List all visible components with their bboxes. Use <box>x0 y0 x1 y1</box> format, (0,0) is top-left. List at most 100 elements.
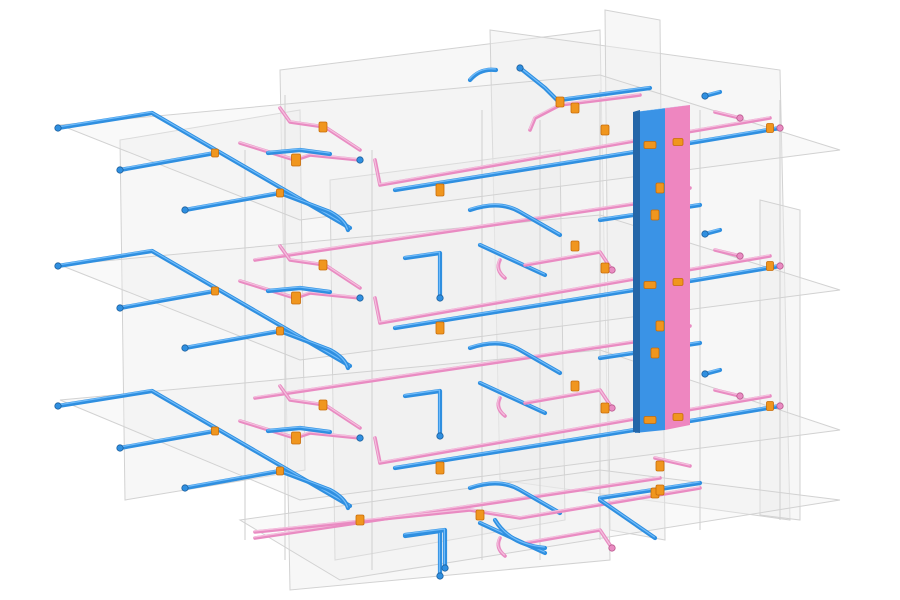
upper-return-run-highlight <box>278 384 360 428</box>
pipe-fitting-icon <box>655 320 665 332</box>
pipe-fitting-icon <box>600 402 610 414</box>
pipe-fitting-icon <box>643 141 657 149</box>
local-return-branch-highlight <box>238 141 360 160</box>
pipe-fitting-icon <box>355 514 365 526</box>
local-supply-branch <box>265 285 333 295</box>
pipe-fitting-icon <box>766 401 774 411</box>
diagonal-supply <box>477 380 548 416</box>
pipe-fitting-icon <box>291 431 301 445</box>
right-lower-supply-highlight <box>598 481 700 498</box>
left-branch-supply-1-highlight <box>56 111 350 228</box>
pipe-fitting-icon <box>291 153 301 167</box>
left-branch-supply-3-highlight <box>183 329 348 368</box>
main-return-header-highlight <box>373 138 640 185</box>
pipe-end-cap <box>436 432 444 440</box>
pipe-end-cap <box>54 402 62 410</box>
pipe-fitting-icon <box>318 399 328 411</box>
left-branch-supply-2-highlight <box>118 289 215 308</box>
local-supply-branch-highlight <box>266 148 330 154</box>
right-stub-return-highlight <box>713 388 740 396</box>
lower-return-run <box>253 476 662 540</box>
pipe-fitting-icon <box>672 278 684 286</box>
main-return-header-highlight <box>373 276 640 323</box>
wall-panel <box>329 149 566 561</box>
diagonal-supply-highlight <box>478 243 545 275</box>
local-supply-branch <box>265 425 333 435</box>
main-supply-header-highlight <box>393 146 660 190</box>
pipe-fitting-icon <box>600 124 610 136</box>
left-branch-supply-3-highlight <box>183 469 348 508</box>
fittings-layer <box>54 64 784 580</box>
pipe-fitting-icon <box>672 413 684 421</box>
crossover-supply-highlight <box>468 341 560 373</box>
pipe-end-cap <box>776 262 784 270</box>
left-branch-supply-3-highlight <box>183 191 348 230</box>
vertical-riser-group <box>633 105 690 433</box>
pipe-end-cap <box>356 294 364 302</box>
pipe-end-cap <box>436 294 444 302</box>
pipe-fitting-icon <box>655 182 665 194</box>
left-branch-supply-2 <box>117 150 218 173</box>
drop-supply-highlight <box>403 389 440 436</box>
local-supply-branch-highlight <box>266 286 330 292</box>
main-supply-header-highlight <box>393 284 660 328</box>
pipe-fitting-icon <box>211 148 219 158</box>
pipe-fitting-icon <box>211 426 219 436</box>
lower-return-run-highlight <box>253 476 660 538</box>
riser-supply-side <box>633 110 640 433</box>
pipe-fitting-icon <box>211 286 219 296</box>
pipe-end-cap <box>701 370 709 378</box>
local-supply-branch-highlight <box>266 426 330 432</box>
bottom-swing-supply-highlight <box>493 518 545 548</box>
return-offset-highlight <box>523 388 612 408</box>
diagonal-supply-highlight <box>478 381 545 413</box>
main-return-header-highlight <box>373 416 640 463</box>
top-return-link-highlight <box>528 93 640 130</box>
pipe-end-cap <box>54 124 62 132</box>
pipe-end-cap <box>181 484 189 492</box>
swing-return-highlight <box>497 258 505 278</box>
right-tee-return <box>653 456 692 468</box>
main-supply-header <box>392 145 663 193</box>
pipe-end-cap <box>436 572 444 580</box>
pipe-fitting-icon <box>570 240 580 252</box>
upper-return-run-highlight <box>278 244 360 288</box>
top-return-loop-highlight <box>468 68 496 80</box>
pipe-fitting-icon <box>766 123 774 133</box>
right-stub-return-highlight <box>713 110 740 118</box>
pipe-end-cap <box>776 124 784 132</box>
pipe-end-cap <box>776 402 784 410</box>
right-stub-return-highlight <box>713 248 740 256</box>
pipe-end-cap <box>441 564 449 572</box>
pipe-fitting-icon <box>766 261 774 271</box>
pipe-end-cap <box>356 156 364 164</box>
right-stub-return <box>713 388 742 398</box>
pipe-fitting-icon <box>555 96 565 108</box>
pipe-end-cap <box>356 434 364 442</box>
pipe-end-cap <box>608 266 616 274</box>
pipe-end-cap <box>736 252 744 260</box>
pipe-end-cap <box>701 92 709 100</box>
pipe-fitting-icon <box>276 188 284 198</box>
lower-return-run-highlight <box>253 198 660 260</box>
pipe-fitting-icon <box>655 484 665 496</box>
top-supply-link-highlight <box>558 86 650 100</box>
return-offset-highlight <box>523 528 612 548</box>
right-lower-supply <box>597 480 703 501</box>
right-tee-return-highlight <box>653 456 690 466</box>
pipe-fitting-icon <box>643 281 657 289</box>
pipe-end-cap <box>608 544 616 552</box>
pipe-fitting-icon <box>291 291 301 305</box>
pipe-end-cap <box>608 404 616 412</box>
pipe-fitting-icon <box>672 138 684 146</box>
main-supply-header <box>392 283 663 331</box>
pipe-fitting-icon <box>435 461 445 475</box>
pipe-fitting-icon <box>318 259 328 271</box>
top-supply-stub-highlight <box>518 66 560 103</box>
pipe-fitting-icon <box>650 209 660 221</box>
top-supply-link <box>557 85 653 103</box>
pipe-fitting-icon <box>276 326 284 336</box>
right-stub-return <box>713 110 742 120</box>
